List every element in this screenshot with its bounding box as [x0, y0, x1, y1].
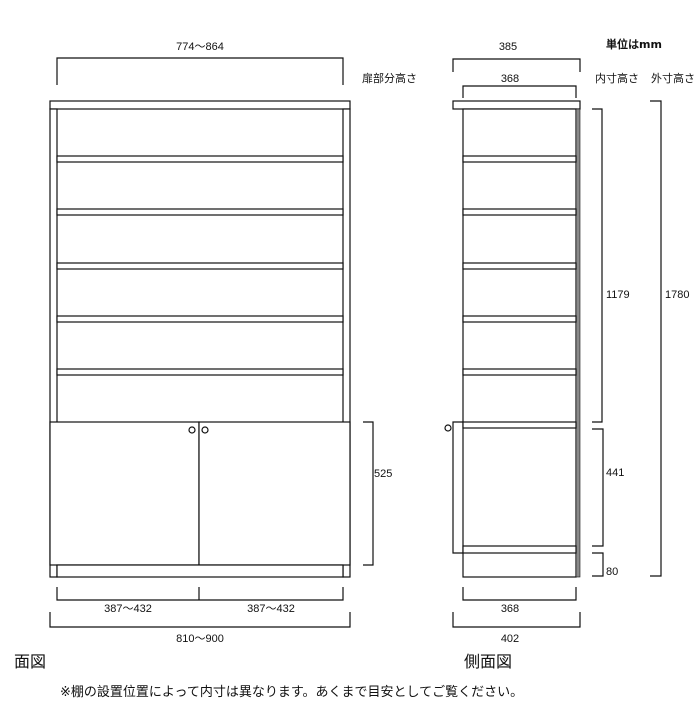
inner-height-upper-label: 1179 [606, 289, 630, 301]
plinth-height-label: 80 [606, 566, 618, 578]
left-door [49, 421, 200, 566]
inner-depth-bottom-label: 368 [501, 603, 519, 615]
right-side-panel [342, 108, 351, 578]
shelf [56, 315, 344, 323]
inner-height-header: 内寸高さ [595, 71, 639, 85]
shelf [56, 262, 344, 270]
shelf [462, 262, 577, 270]
front-view-title: 面図 [14, 652, 46, 671]
outer-width-label: 810～900 [176, 633, 224, 645]
shelf [462, 368, 577, 376]
dim-inner-height-lower: 441 [592, 428, 624, 547]
side-top-board [452, 100, 581, 110]
top-board [49, 100, 351, 110]
shelves [56, 155, 344, 376]
side-view: 385 368 単位はmm 内寸高さ 外寸高さ 1179 441 [444, 37, 695, 671]
shelf [56, 368, 344, 376]
door-knob-icon [188, 426, 196, 434]
door-height-header: 扉部分高さ [362, 71, 417, 85]
side-panel [462, 108, 577, 578]
door-height-label: 525 [374, 468, 392, 480]
outer-height-label: 1780 [665, 289, 689, 301]
right-door [198, 421, 351, 566]
front-view: 774～864 525 扉部分高さ 387～432 387～432 [14, 41, 417, 671]
side-view-title: 側面図 [464, 652, 512, 671]
inner-width-label: 774～864 [176, 41, 224, 53]
dim-inner-width: 774～864 [56, 41, 344, 85]
inner-height-lower-label: 441 [606, 467, 624, 479]
top-depth-label: 385 [499, 41, 517, 53]
bottom-shelf [462, 545, 577, 554]
note-text: ※棚の設置位置によって内寸は異なります。あくまで目安としてご覧ください。 [60, 684, 523, 700]
door-width-left-label: 387～432 [104, 603, 152, 615]
side-door [452, 421, 463, 554]
dim-top-depth: 385 [452, 41, 581, 72]
shelf [462, 208, 577, 216]
outer-height-header: 外寸高さ [651, 71, 695, 85]
door-knob-icon [201, 426, 209, 434]
dim-door-widths: 387～432 387～432 [56, 587, 344, 615]
door-knob-icon [444, 424, 452, 432]
plinth [56, 564, 344, 578]
dim-outer-depth: 402 [452, 612, 581, 645]
left-side-panel [49, 108, 58, 578]
dim-inner-depth-bottom: 368 [462, 587, 577, 615]
dim-door-height: 525 [363, 421, 392, 566]
back-panel [575, 108, 581, 578]
side-shelves [462, 155, 577, 554]
shelf [56, 155, 344, 163]
outer-depth-label: 402 [501, 633, 519, 645]
dim-outer-width: 810～900 [49, 612, 351, 645]
dim-plinth-height: 80 [592, 552, 618, 578]
shelf [462, 155, 577, 163]
shelf [462, 421, 577, 429]
dim-inner-depth-top: 368 [462, 73, 577, 98]
inner-depth-top-label: 368 [501, 73, 519, 85]
door-width-right-label: 387～432 [247, 603, 295, 615]
shelf [56, 208, 344, 216]
unit-label: 単位はmm [606, 37, 662, 51]
dim-outer-height: 1780 [650, 100, 689, 577]
shelf [462, 315, 577, 323]
dim-inner-height-upper: 1179 [592, 108, 630, 423]
